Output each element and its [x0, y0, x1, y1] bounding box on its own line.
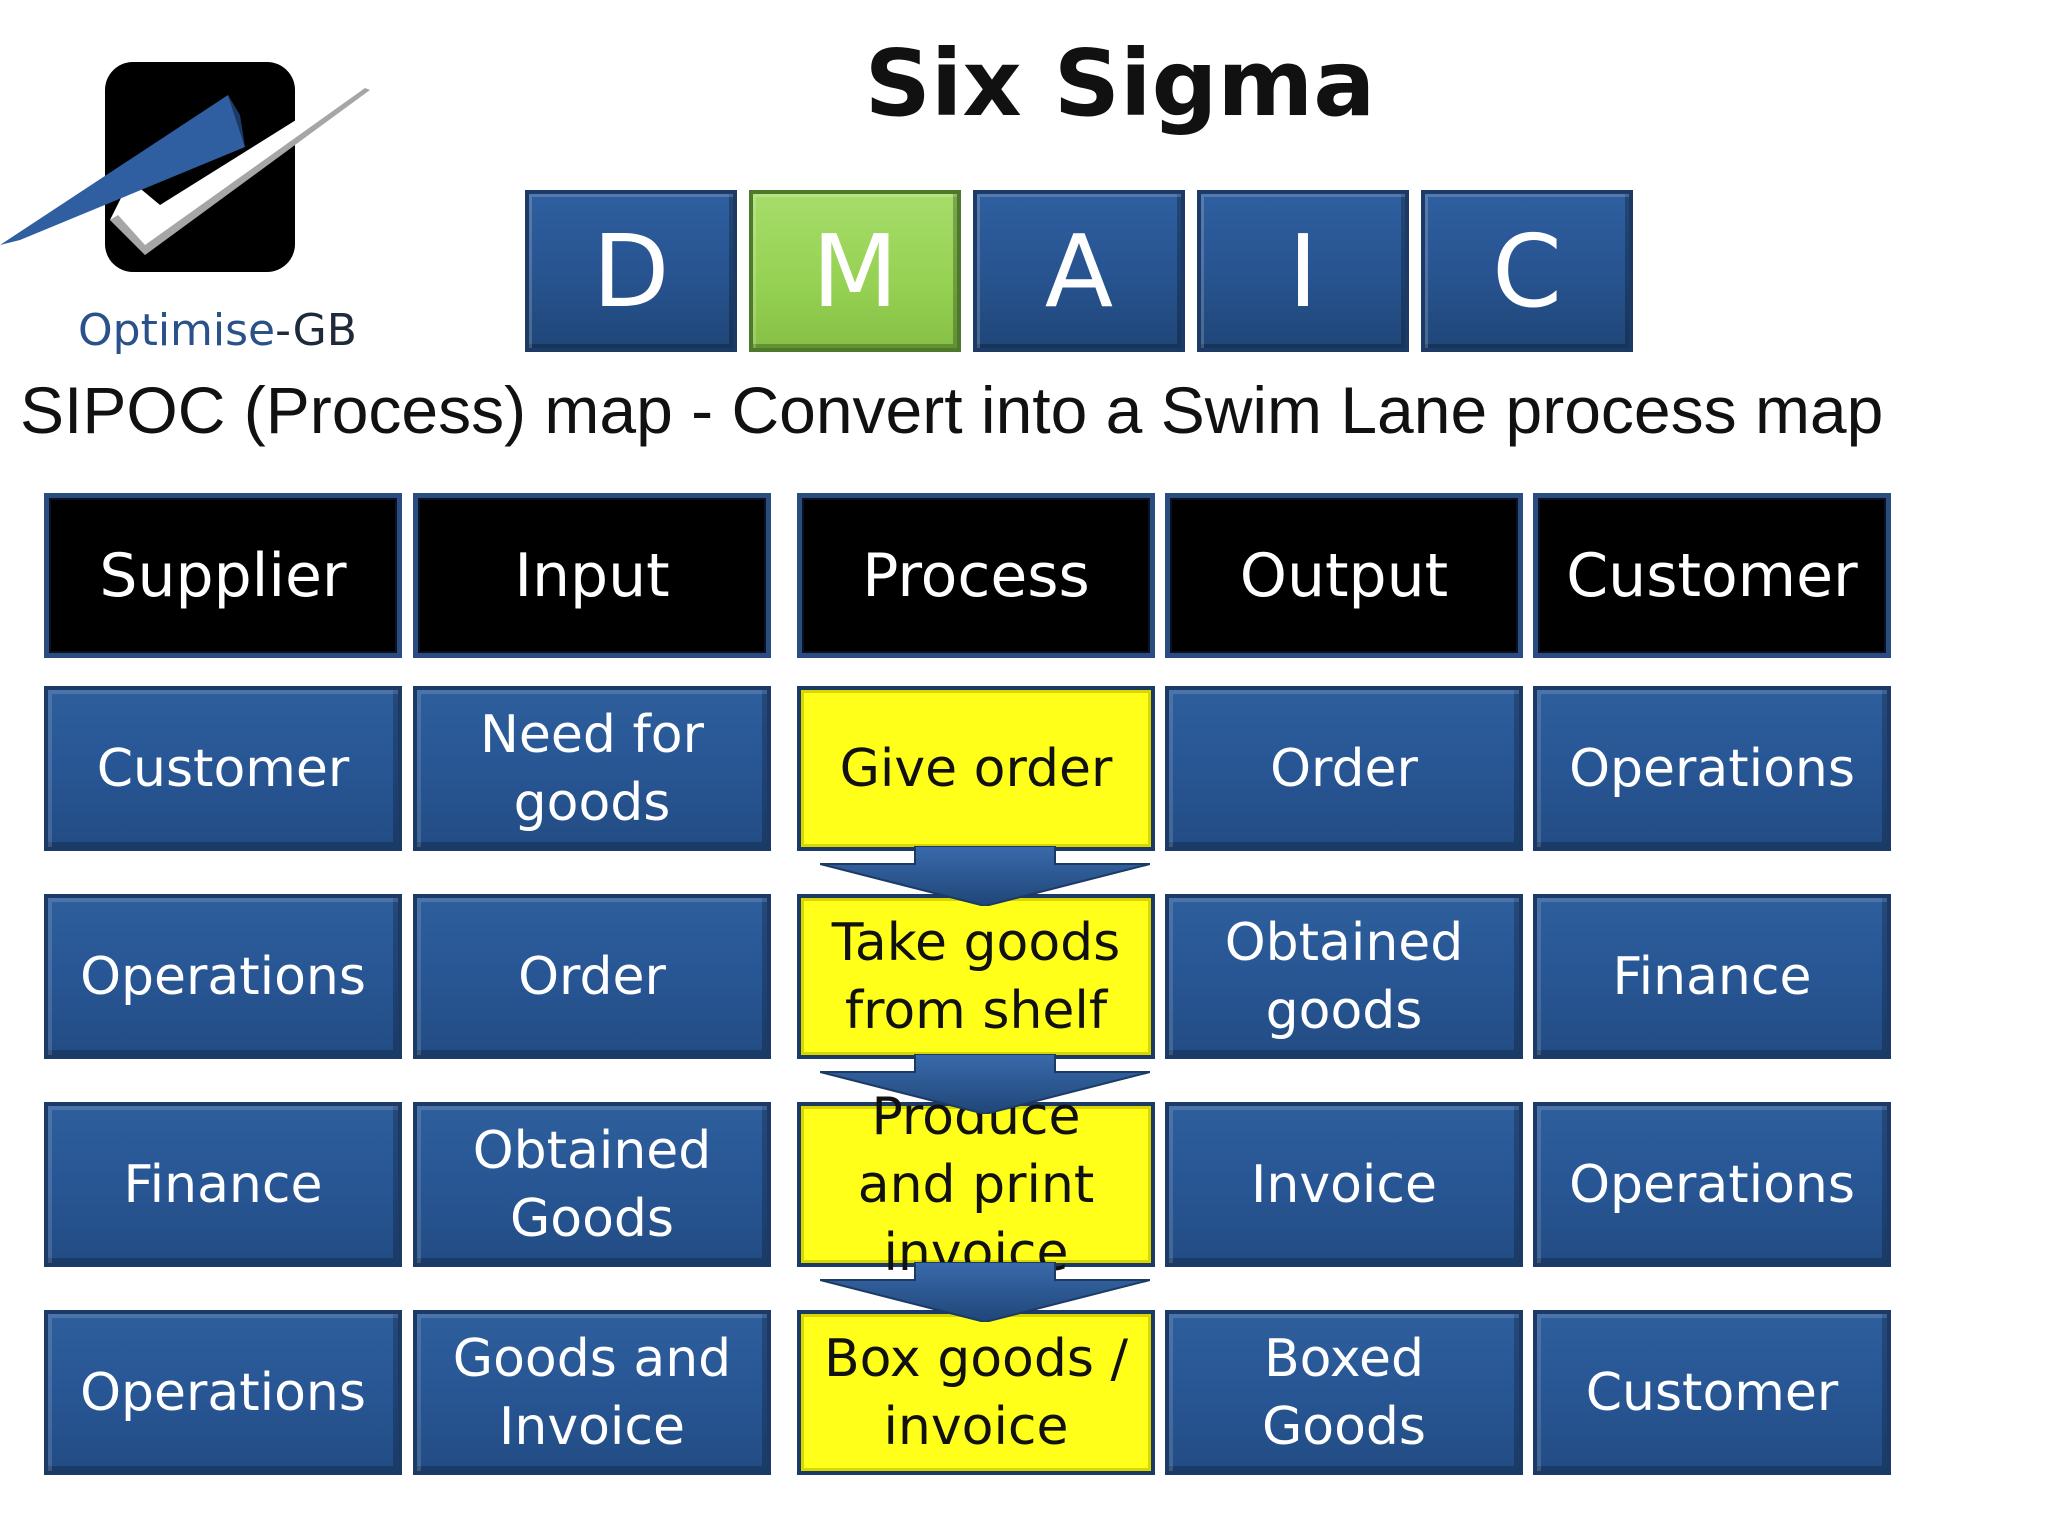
row4-output: Boxed Goods — [1165, 1310, 1523, 1475]
row1-process: Give order — [797, 686, 1155, 851]
logo-wordmark-gb: -GB — [275, 305, 357, 356]
header-supplier: Supplier — [44, 493, 402, 658]
dmaic-step-improve: I — [1197, 190, 1409, 352]
dmaic-step-analyse: A — [973, 190, 1185, 352]
row1-customer: Operations — [1533, 686, 1891, 851]
row2-customer: Finance — [1533, 894, 1891, 1059]
row3-output: Invoice — [1165, 1102, 1523, 1267]
header-process: Process — [797, 493, 1155, 658]
logo-wordmark: Optimise-GB — [78, 305, 357, 356]
row4-process: Box goods / invoice — [797, 1310, 1155, 1475]
row1-output: Order — [1165, 686, 1523, 851]
row2-supplier: Operations — [44, 894, 402, 1059]
row1-supplier: Customer — [44, 686, 402, 851]
dmaic-step-control: C — [1421, 190, 1633, 352]
row3-customer: Operations — [1533, 1102, 1891, 1267]
logo-wordmark-optimise: Optimise — [78, 305, 276, 356]
process-flow-arrow-3 — [820, 1262, 1150, 1322]
row3-input: Obtained Goods — [413, 1102, 771, 1267]
process-flow-arrow-1 — [820, 846, 1150, 906]
header-input: Input — [413, 493, 771, 658]
row3-supplier: Finance — [44, 1102, 402, 1267]
row4-customer: Customer — [1533, 1310, 1891, 1475]
optimise-gb-logo — [0, 62, 370, 272]
row4-input: Goods and Invoice — [413, 1310, 771, 1475]
slide-subtitle: SIPOC (Process) map - Convert into a Swi… — [20, 373, 1884, 447]
header-output: Output — [1165, 493, 1523, 658]
row2-process: Take goods from shelf — [797, 894, 1155, 1059]
page-title: Six Sigma — [864, 30, 1376, 137]
header-customer: Customer — [1533, 493, 1891, 658]
row2-input: Order — [413, 894, 771, 1059]
dmaic-step-measure: M — [749, 190, 961, 352]
row2-output: Obtained goods — [1165, 894, 1523, 1059]
row3-process: Produce and print invoice — [797, 1087, 1155, 1283]
row1-input: Need for goods — [413, 686, 771, 851]
row4-supplier: Operations — [44, 1310, 402, 1475]
dmaic-step-define: D — [525, 190, 737, 352]
process-flow-arrow-2 — [820, 1054, 1150, 1114]
